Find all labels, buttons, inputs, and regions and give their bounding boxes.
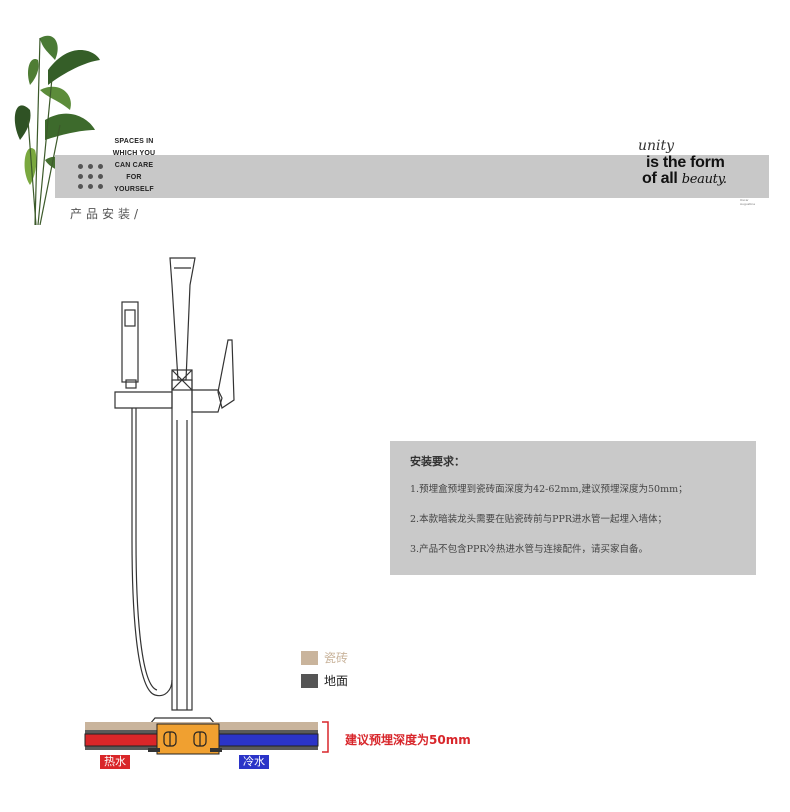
tagline-line: FOR — [126, 174, 142, 181]
slogan-signature: Oscar Augustine — [740, 198, 756, 206]
slogan-line-3b: beauty. — [681, 172, 727, 187]
spaces-tagline: SPACES IN WHICH YOU CAN CARE FOR YOURSEL… — [104, 136, 164, 196]
hand-shower — [121, 301, 139, 383]
slogan-line-2: is the form — [646, 154, 725, 171]
requirements-title: 安装要求： — [410, 455, 465, 468]
tagline-line: YOURSELF — [114, 186, 154, 193]
dots-grid-icon — [78, 164, 108, 192]
depth-recommendation-label: 建议预埋深度为50mm — [345, 733, 471, 747]
installation-requirements-box: 安装要求： 1.预埋盒预埋到瓷砖面深度为42-62mm,建议预埋深度为50mm；… — [390, 441, 756, 575]
header-gray-band — [55, 155, 769, 198]
hot-water-label: 热水 — [100, 755, 130, 769]
column — [171, 379, 193, 711]
lever-handle — [217, 339, 235, 409]
requirement-item-3: 3.产品不包含PPR冷热进水管与连接配件，请买家自备。 — [410, 544, 649, 555]
cold-water-label: 冷水 — [239, 755, 269, 769]
faucet-installation-diagram — [84, 257, 329, 755]
shower-hose — [131, 408, 173, 697]
section-title: 产品安装/ — [70, 207, 143, 221]
requirement-item-2: 2.本款暗装龙头需要在贴瓷砖前与PPR进水管一起埋入墙体； — [410, 514, 668, 525]
slogan-logo: unity is the form of all beauty. Oscar A… — [630, 138, 760, 208]
valve-body — [114, 391, 173, 409]
slogan-line-3: of all beauty. — [642, 170, 727, 188]
legend-ground-swatch — [301, 674, 318, 688]
legend-tile-swatch — [301, 651, 318, 665]
tagline-line: WHICH YOU — [112, 150, 156, 157]
floor-section — [84, 722, 319, 755]
requirement-item-1: 1.预埋盒预埋到瓷砖面深度为42-62mm,建议预埋深度为50mm； — [410, 484, 688, 495]
plant-leaves-decoration — [14, 35, 100, 225]
slogan-line-3a: of all — [642, 170, 678, 187]
slogan-line-1: unity — [638, 138, 675, 154]
tagline-line: SPACES IN — [114, 138, 154, 145]
legend-tile-label: 瓷砖 — [324, 651, 349, 665]
tagline-line: CAN CARE — [114, 162, 154, 169]
spout — [169, 257, 196, 381]
legend-ground-label: 地面 — [324, 674, 349, 688]
